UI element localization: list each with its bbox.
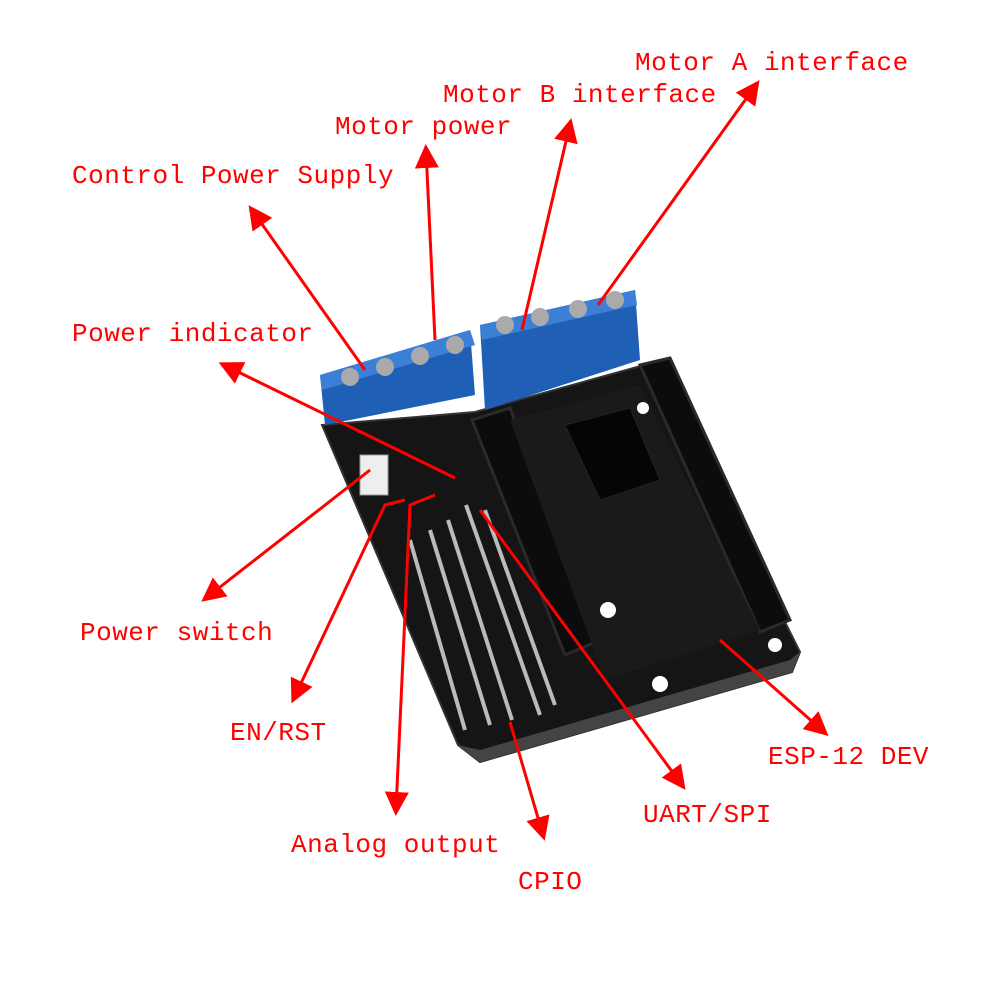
label-motor-b: Motor B interface: [443, 80, 717, 110]
arrow-motor-b: [520, 118, 578, 331]
arrow-esp12: [719, 638, 829, 736]
arrow-power-indicator: [218, 362, 456, 480]
arrow-power-switch: [201, 468, 371, 602]
mounting-holes: [600, 402, 782, 692]
label-esp12: ESP-12 DEV: [768, 742, 930, 772]
label-gpio: CPIO: [518, 867, 583, 897]
driver-chip: [564, 407, 661, 501]
label-motor-power: Motor power: [335, 112, 513, 142]
label-analog-output: Analog output: [291, 830, 501, 860]
label-motor-a: Motor A interface: [635, 48, 909, 78]
arrow-motor-a: [596, 80, 760, 306]
terminal-block-power: [320, 330, 475, 425]
label-power-switch: Power switch: [80, 618, 274, 648]
terminal-block-motors: [480, 290, 640, 410]
esp-socket-headers: [470, 356, 793, 680]
pin-headers: [408, 504, 557, 731]
label-uart-spi: UART/SPI: [643, 800, 772, 830]
label-control-power: Control Power Supply: [72, 161, 395, 191]
label-en-rst: EN/RST: [230, 718, 327, 748]
arrow-motor-power: [414, 144, 439, 341]
arrow-control-power: [248, 205, 367, 371]
arrow-en-rst: [290, 498, 406, 704]
arrow-uart-spi: [478, 509, 686, 790]
arrow-analog-output: [384, 493, 436, 816]
arrow-gpio: [508, 721, 550, 841]
label-power-indicator: Power indicator: [72, 319, 314, 349]
